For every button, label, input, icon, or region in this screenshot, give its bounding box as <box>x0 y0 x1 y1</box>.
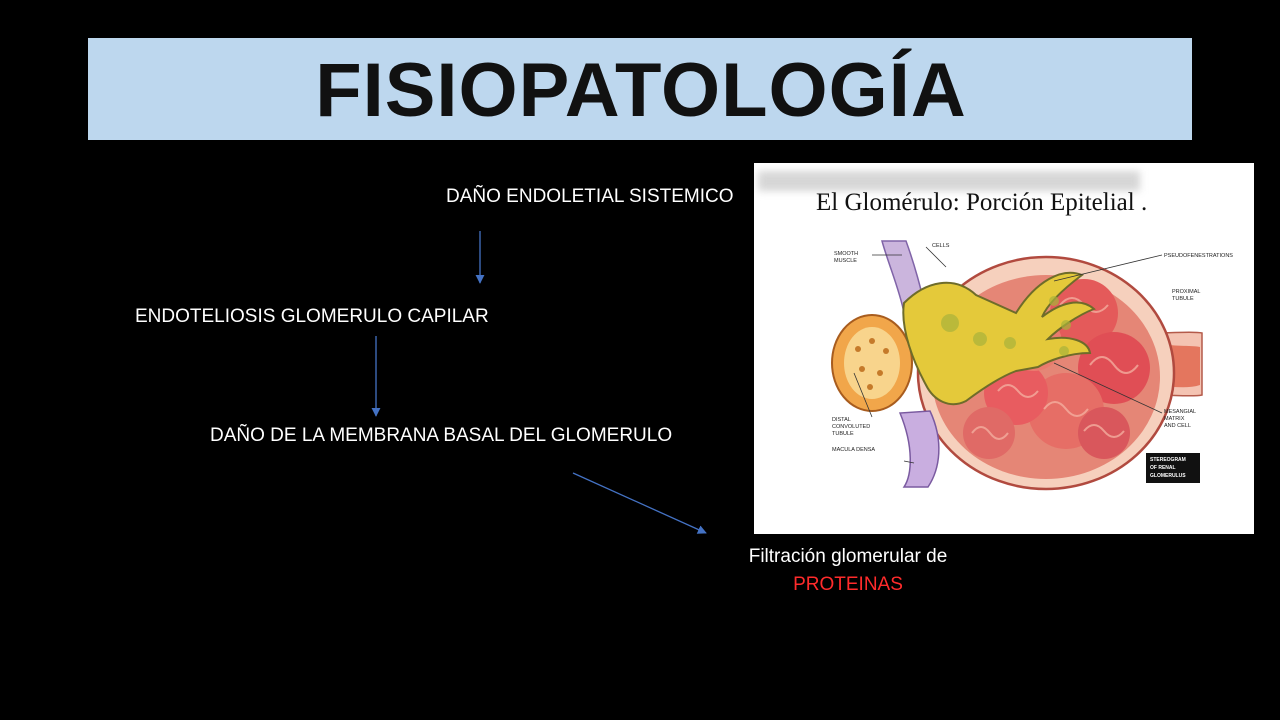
stereogram-line-1: STEREOGRAM <box>1150 457 1186 463</box>
label-mesangial-1: MESANGIAL <box>1164 409 1196 415</box>
page-title: FISIOPATOLOGÍA <box>315 47 967 133</box>
label-distal-3: TUBULE <box>832 431 854 437</box>
label-cells: CELLS <box>932 243 950 249</box>
flow-result: Filtración glomerular de PROTEINAS <box>722 543 974 599</box>
label-macula-densa: MACULA DENSA <box>832 447 875 453</box>
label-proximal-1: PROXIMAL <box>1172 289 1200 295</box>
figure-caption: El Glomérulo: Porción Epitelial . <box>816 189 1148 216</box>
stereogram-line-2: OF RENAL <box>1150 465 1176 471</box>
label-smooth-muscle-1: SMOOTH <box>834 251 858 257</box>
label-pseudofenestrations: PSEUDOFENESTRATIONS <box>1164 253 1233 259</box>
stereogram-line-3: GLOMERULUS <box>1150 473 1186 479</box>
flow-step-endothelial-damage: DAÑO ENDOLETIAL SISTEMICO <box>446 186 734 207</box>
label-smooth-muscle-2: MUSCLE <box>834 258 857 264</box>
flow-step-endotheliosis: ENDOTELIOSIS GLOMERULO CAPILAR <box>135 306 489 327</box>
label-mesangial-3: AND CELL <box>1164 423 1191 429</box>
arrow-3 <box>572 472 707 534</box>
label-distal-2: CONVOLUTED <box>832 424 870 430</box>
title-band: FISIOPATOLOGÍA <box>88 38 1192 140</box>
label-proximal-2: TUBULE <box>1172 296 1194 302</box>
flow-step-basement-membrane: DAÑO DE LA MEMBRANA BASAL DEL GLOMERULO <box>210 425 673 446</box>
illustration-body <box>831 240 1203 491</box>
result-text: Filtración glomerular de <box>748 546 948 567</box>
stereogram-box <box>1146 453 1200 483</box>
label-mesangial-2: MATRIX <box>1164 416 1185 422</box>
result-highlight: PROTEINAS <box>793 574 903 595</box>
label-distal-1: DISTAL <box>832 417 851 423</box>
caption-shadow <box>758 171 1140 191</box>
glomerulus-figure: El Glomérulo: Porción Epitelial . <box>754 163 1254 534</box>
glomerulus-illustration: CELLS SMOOTH MUSCLE PSEUDOFENESTRATIONS … <box>831 240 1233 491</box>
